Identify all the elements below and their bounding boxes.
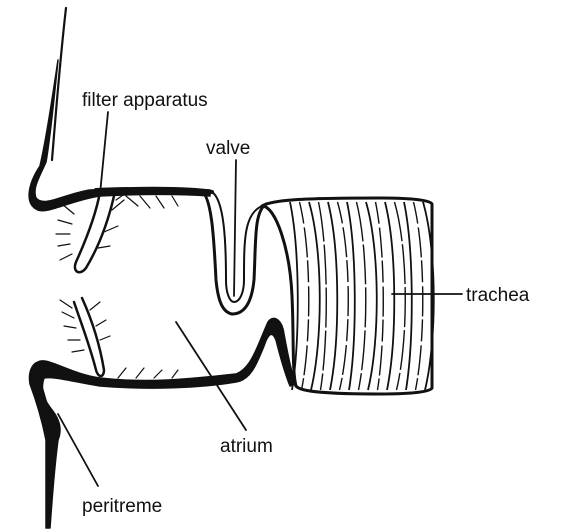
trachea-rings [290, 202, 434, 390]
label-trachea: trachea [466, 285, 530, 306]
label-valve: valve [206, 138, 250, 159]
lower-cuticle [29, 318, 296, 528]
filter-apparatus-leader [100, 112, 108, 194]
peritreme-leader [58, 414, 98, 486]
trachea-ring [309, 202, 320, 390]
trachea-ring [357, 202, 366, 390]
trachea-ring [300, 202, 309, 390]
trachea-ring [385, 202, 394, 390]
filter-apparatus [56, 190, 178, 378]
trachea-ring [328, 202, 337, 390]
trachea-ring [395, 202, 406, 390]
leader-lines [58, 112, 462, 486]
trachea-ring [414, 202, 423, 390]
label-peritreme: peritreme [82, 496, 162, 517]
trachea-ring [366, 202, 377, 390]
label-atrium: atrium [220, 436, 273, 457]
upper-atrium-wall [96, 189, 266, 314]
trachea-ring [338, 202, 349, 390]
label-filter-apparatus: filter apparatus [82, 90, 208, 111]
valve-leader [234, 160, 236, 296]
